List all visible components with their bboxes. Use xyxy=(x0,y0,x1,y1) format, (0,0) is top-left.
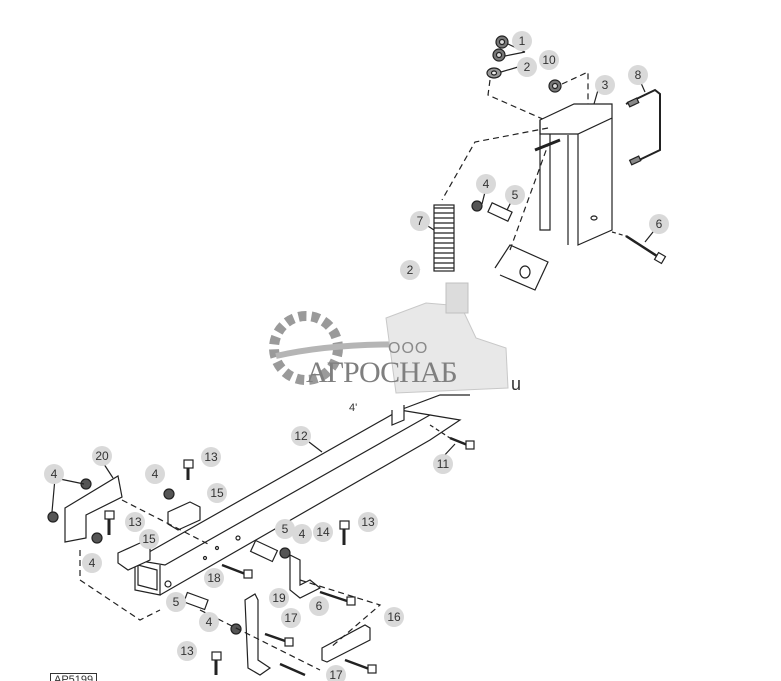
bracket-part xyxy=(539,82,613,246)
nut-icon xyxy=(486,35,562,93)
callout-1: 1 xyxy=(512,31,532,51)
callout-8: 8 xyxy=(628,65,648,85)
callout-12: 12 xyxy=(291,426,311,446)
callout-14: 14 xyxy=(313,522,333,542)
callout-7: 7 xyxy=(410,211,430,231)
callout-13: 13 xyxy=(201,447,221,467)
callout-17: 17 xyxy=(326,665,346,681)
callout-3: 3 xyxy=(595,75,615,95)
callout-17: 17 xyxy=(281,608,301,628)
bolt-part xyxy=(104,459,350,675)
reference-code: AP5199 xyxy=(50,673,98,681)
callout-20: 20 xyxy=(92,446,112,466)
callout-2: 2 xyxy=(517,57,537,77)
callout-11: 11 xyxy=(433,454,453,474)
watermark-logo xyxy=(246,278,536,406)
callout-10: 10 xyxy=(539,50,559,70)
callout-13: 13 xyxy=(358,512,378,532)
combine-harvester-icon xyxy=(269,282,509,394)
callout-4: 4 xyxy=(199,612,219,632)
callout-19: 19 xyxy=(269,588,289,608)
callout-5: 5 xyxy=(505,185,525,205)
callout-4: 4 xyxy=(476,174,496,194)
callout-6: 6 xyxy=(649,214,669,234)
callout-18: 18 xyxy=(204,568,224,588)
beam-part xyxy=(133,394,470,596)
watermark-suffix: u xyxy=(511,374,522,394)
callout-5: 5 xyxy=(166,592,186,612)
spring-part xyxy=(433,204,455,272)
callout-13: 13 xyxy=(177,641,197,661)
watermark-company-name: АГРОСНАБ xyxy=(306,356,458,389)
callout-6: 6 xyxy=(309,596,329,616)
callout-2: 2 xyxy=(400,260,420,280)
callout-13: 13 xyxy=(125,512,145,532)
callout-4: 4 xyxy=(292,524,312,544)
callout-4: 4 xyxy=(82,553,102,573)
watermark-prefix: ООО xyxy=(388,340,429,357)
callout-15: 15 xyxy=(207,483,227,503)
callout-16: 16 xyxy=(384,607,404,627)
callout-5: 5 xyxy=(275,519,295,539)
callout-4: 4 xyxy=(44,464,64,484)
partial-callout-label: 4' xyxy=(349,402,358,414)
callout-15: 15 xyxy=(139,529,159,549)
callout-4: 4 xyxy=(145,464,165,484)
